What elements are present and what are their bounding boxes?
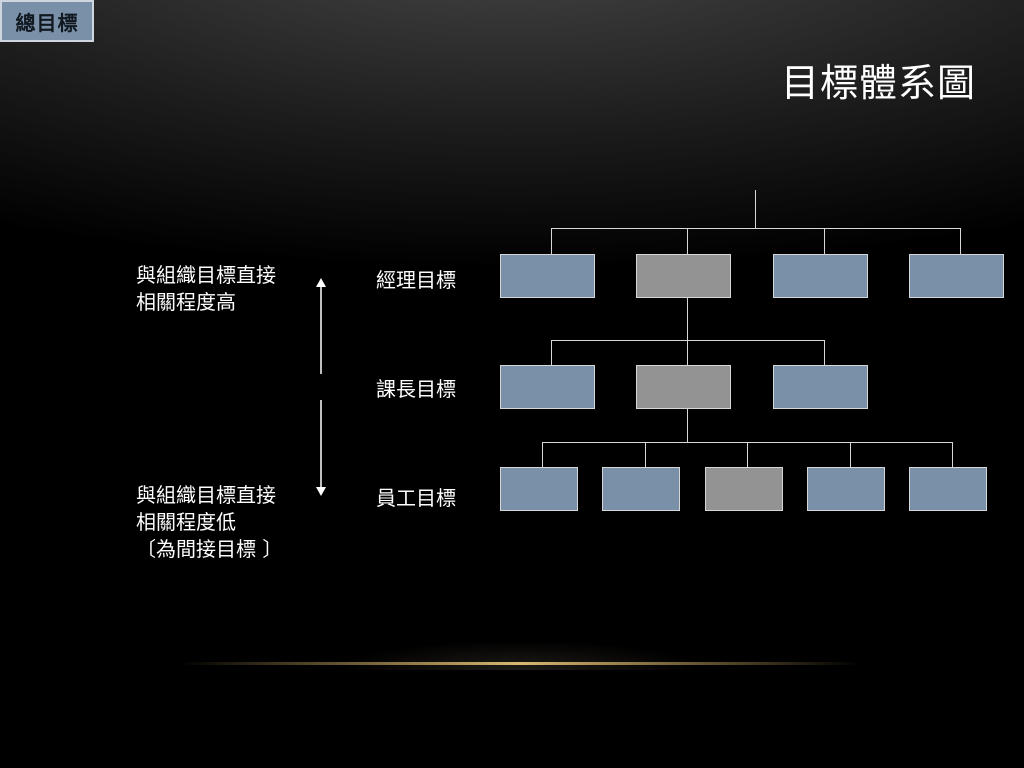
section-chief-box-3 <box>773 365 868 409</box>
manager-box-3 <box>773 254 868 298</box>
arrow-down-head <box>316 487 326 496</box>
connector-section-bus <box>551 340 825 341</box>
employee-box-1 <box>500 467 578 511</box>
connector-manager-4 <box>960 228 961 254</box>
low-relevance-line1: 與組織目標直接 <box>136 483 276 507</box>
manager-box-2-highlighted <box>636 254 731 298</box>
manager-box-1 <box>500 254 595 298</box>
level-label-employee: 員工目標 <box>376 486 456 510</box>
connector-employee-5 <box>952 442 953 467</box>
connector-section-2 <box>687 340 688 365</box>
section-chief-box-1 <box>500 365 595 409</box>
connector-manager-down <box>687 298 688 340</box>
connector-root-down <box>755 190 756 228</box>
connector-manager-1 <box>551 228 552 254</box>
high-relevance-line1: 與組織目標直接 <box>136 263 276 287</box>
level-label-section-chief: 課長目標 <box>376 377 456 401</box>
root-goal-box: 總目標 <box>0 0 94 42</box>
relevance-double-arrow <box>316 278 326 496</box>
employee-box-4 <box>807 467 885 511</box>
low-relevance-line2: 相關程度低 <box>136 510 236 534</box>
connector-section-down <box>687 409 688 442</box>
floor-glow-line <box>180 662 860 665</box>
floor-haze <box>260 600 780 670</box>
connector-employee-4 <box>850 442 851 467</box>
low-relevance-line3: 〔為間接目標 〕 <box>136 537 283 561</box>
connector-employee-1 <box>542 442 543 467</box>
connector-manager-3 <box>824 228 825 254</box>
connector-manager-bus <box>551 228 961 229</box>
employee-box-2 <box>602 467 680 511</box>
high-relevance-line2: 相關程度高 <box>136 290 236 314</box>
section-chief-box-2-highlighted <box>636 365 731 409</box>
low-relevance-note: 與組織目標直接 相關程度低 〔為間接目標 〕 <box>136 482 282 563</box>
slide-title: 目標體系圖 <box>780 61 976 105</box>
connector-employee-3 <box>747 442 748 467</box>
level-label-manager: 經理目標 <box>376 268 456 292</box>
employee-box-3-highlighted <box>705 467 783 511</box>
connector-manager-2 <box>687 228 688 254</box>
connector-employee-2 <box>645 442 646 467</box>
connector-section-1 <box>551 340 552 365</box>
connector-section-3 <box>824 340 825 365</box>
employee-box-5 <box>909 467 987 511</box>
arrow-up-head <box>316 278 326 287</box>
high-relevance-note: 與組織目標直接 相關程度高 <box>136 262 276 316</box>
manager-box-4 <box>909 254 1004 298</box>
